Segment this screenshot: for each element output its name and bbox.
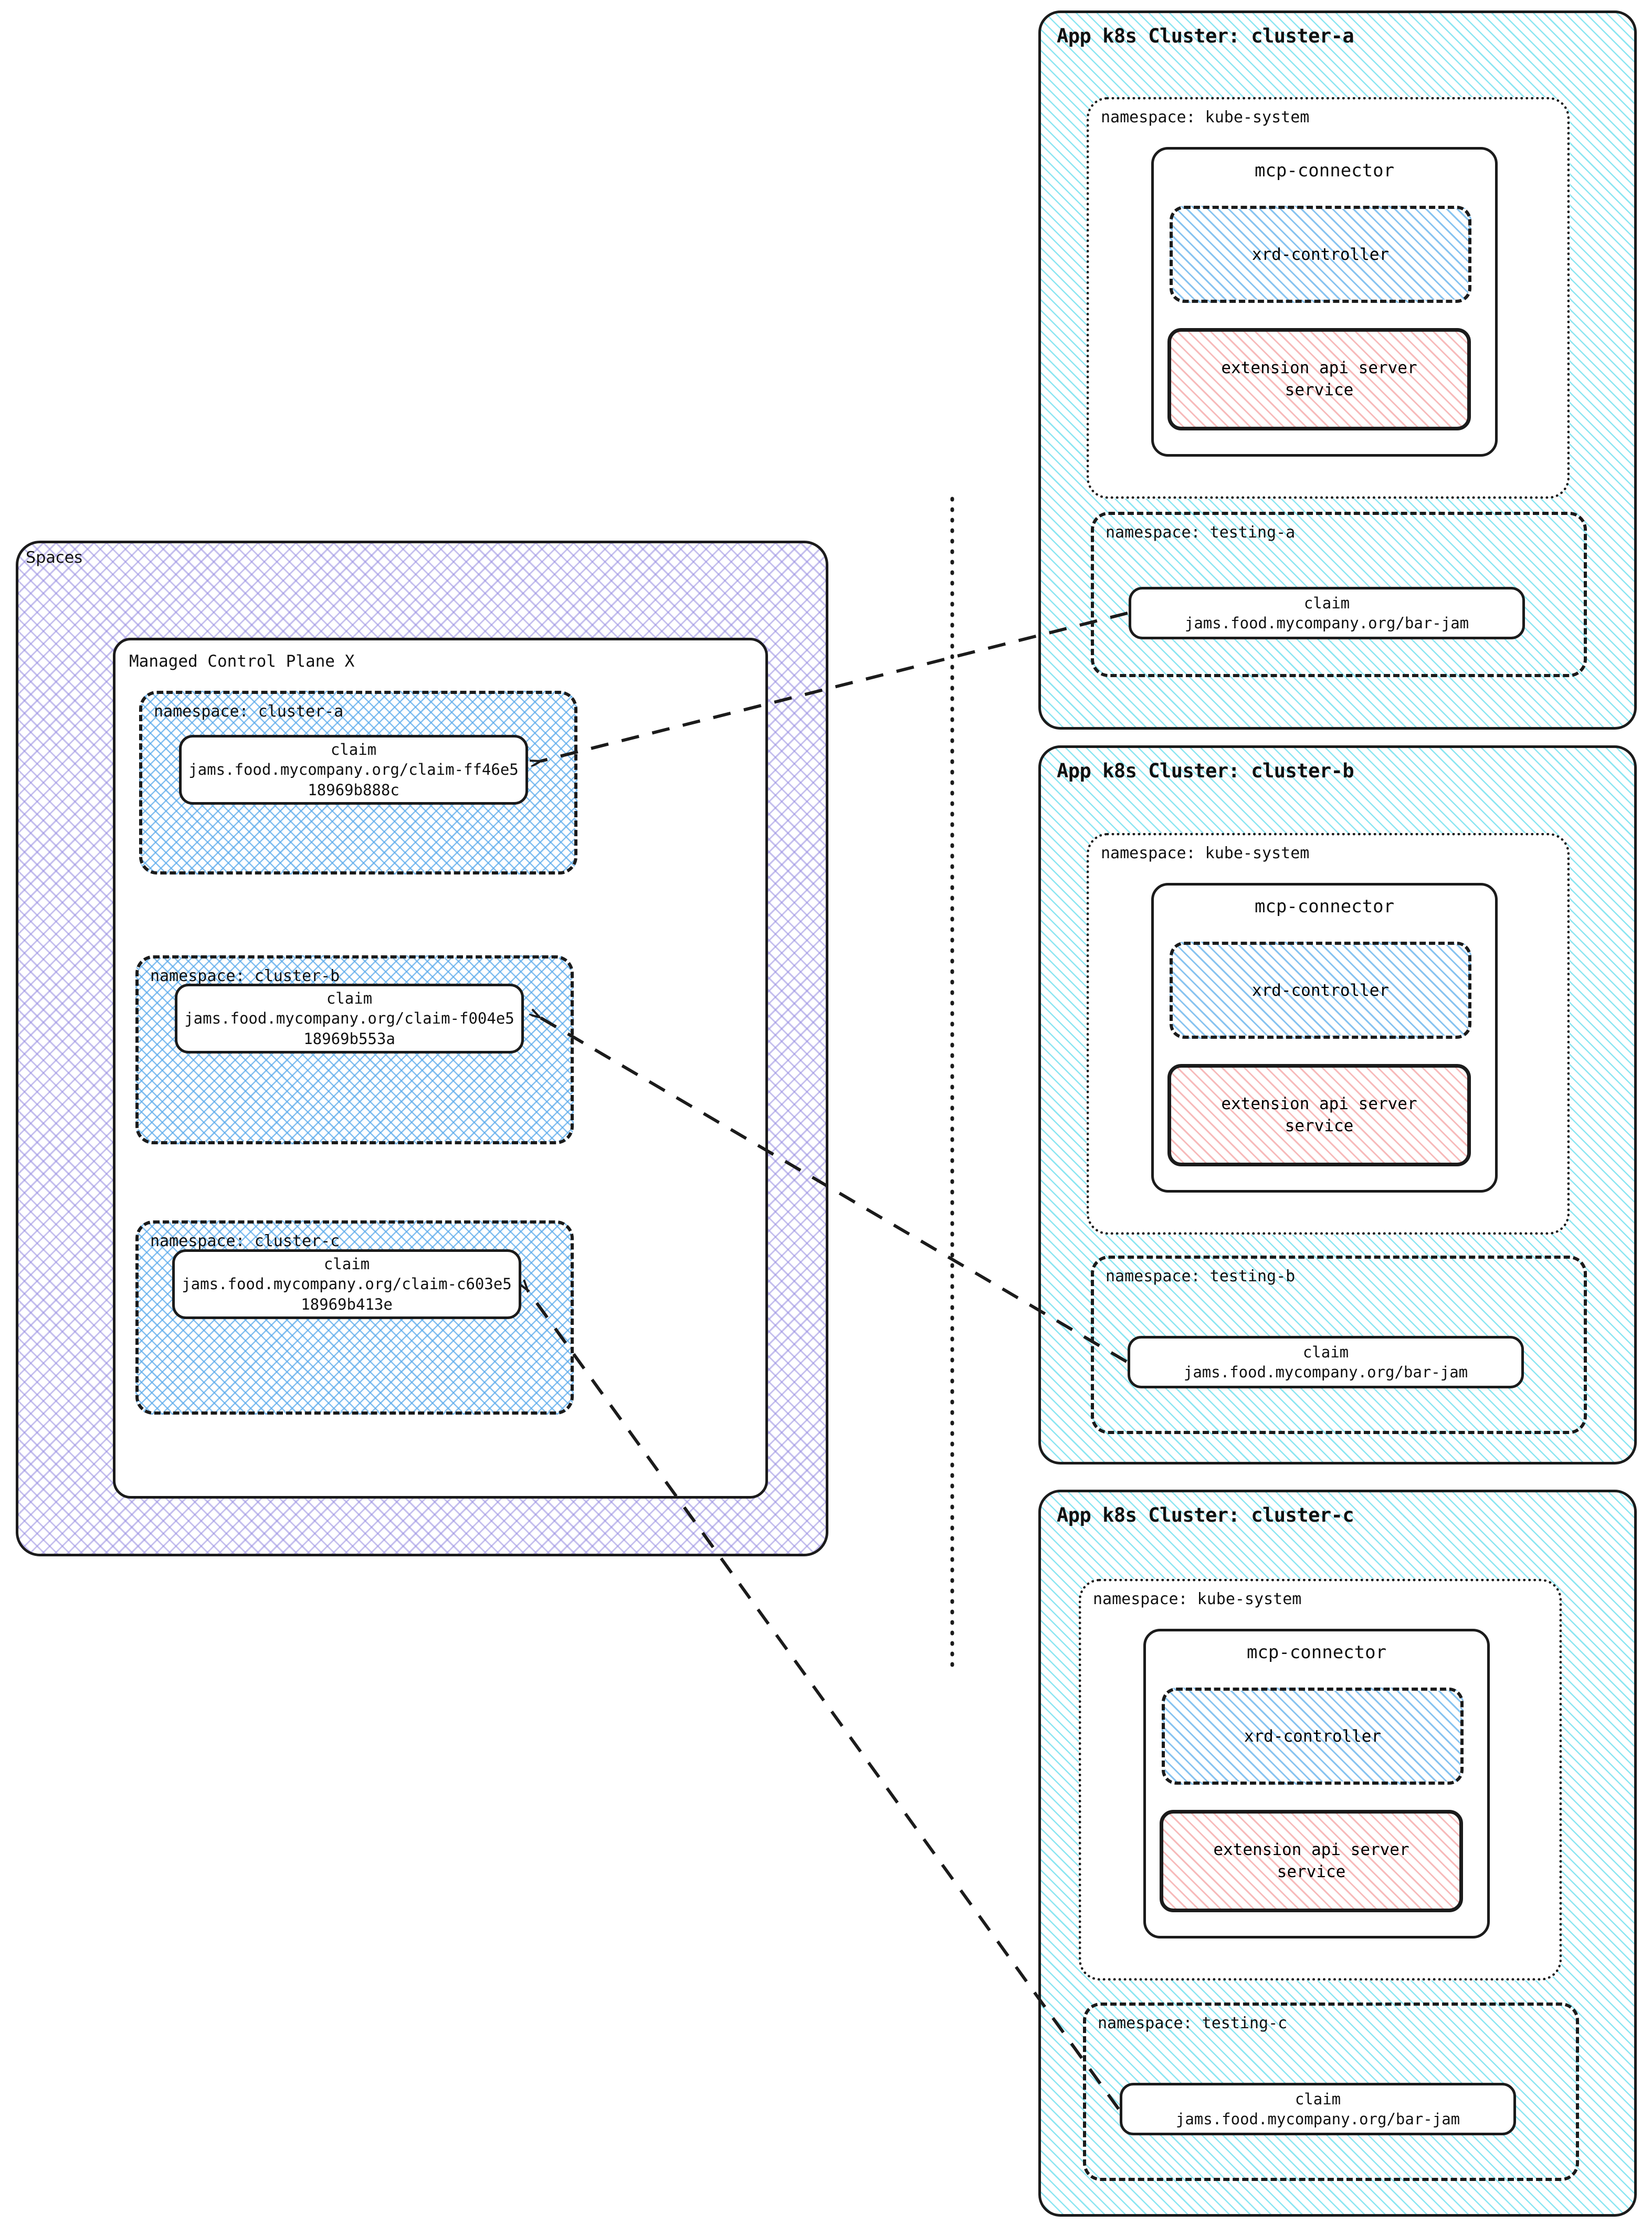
mcp-claim-cluster-c[interactable]: claim jams.food.mycompany.org/claim-c603… bbox=[172, 1249, 521, 1319]
extapi-line-1: extension api server bbox=[1221, 1094, 1417, 1113]
mcp-namespace-cluster-c-label: namespace: cluster-c bbox=[150, 1232, 340, 1250]
claim-ref-label: jams.food.mycompany.org/claim-f004e51896… bbox=[184, 1009, 514, 1048]
cluster-b-testing-claim[interactable]: claim jams.food.mycompany.org/bar-jam bbox=[1128, 1336, 1524, 1388]
claim-ref-label: jams.food.mycompany.org/bar-jam bbox=[1183, 1363, 1468, 1381]
claim-ref-label: jams.food.mycompany.org/claim-c603e51896… bbox=[182, 1275, 512, 1313]
claim-ref-label: jams.food.mycompany.org/claim-ff46e51896… bbox=[188, 761, 519, 799]
cluster-c-testing-claim[interactable]: claim jams.food.mycompany.org/bar-jam bbox=[1120, 2083, 1516, 2135]
claim-kind-label: claim bbox=[1302, 1343, 1349, 1361]
cluster-a-kube-system-label: namespace: kube-system bbox=[1101, 108, 1310, 127]
cluster-b-mcp-connector-title: mcp-connector bbox=[1254, 896, 1395, 917]
cluster-c-mcp-connector-title: mcp-connector bbox=[1246, 1642, 1387, 1663]
cluster-c-kube-system-label: namespace: kube-system bbox=[1093, 1590, 1302, 1608]
extapi-line-2: service bbox=[1285, 380, 1354, 399]
claim-kind-label: claim bbox=[326, 989, 373, 1008]
cluster-a-testing-label: namespace: testing-a bbox=[1106, 523, 1296, 542]
cluster-c-testing-label: namespace: testing-c bbox=[1098, 2014, 1288, 2032]
claim-kind-label: claim bbox=[330, 741, 377, 759]
mcp-claim-cluster-a[interactable]: claim jams.food.mycompany.org/claim-ff46… bbox=[179, 735, 528, 805]
mcp-namespace-cluster-b-label: namespace: cluster-b bbox=[150, 967, 340, 985]
extapi-line-2: service bbox=[1285, 1116, 1354, 1135]
cluster-b-xrd-controller-label: xrd-controller bbox=[1251, 981, 1390, 1000]
cluster-a-xrd-controller: xrd-controller bbox=[1170, 206, 1471, 303]
extapi-line-2: service bbox=[1277, 1862, 1346, 1881]
extapi-line-1: extension api server bbox=[1221, 358, 1417, 377]
cluster-c-extension-api-server-service: extension api server service bbox=[1160, 1810, 1463, 1912]
mcp-claim-cluster-b[interactable]: claim jams.food.mycompany.org/claim-f004… bbox=[175, 984, 524, 1053]
claim-ref-label: jams.food.mycompany.org/bar-jam bbox=[1175, 2110, 1460, 2128]
cluster-b-testing-label: namespace: testing-b bbox=[1106, 1267, 1296, 1285]
cluster-a-mcp-connector-title: mcp-connector bbox=[1254, 160, 1395, 181]
cluster-c-xrd-controller-label: xrd-controller bbox=[1244, 1726, 1382, 1746]
spaces-title: Spaces bbox=[26, 549, 83, 567]
cluster-panel-b-title: App k8s Cluster: cluster-b bbox=[1057, 760, 1354, 782]
cluster-c-xrd-controller: xrd-controller bbox=[1162, 1688, 1464, 1785]
claim-ref-label: jams.food.mycompany.org/bar-jam bbox=[1184, 614, 1469, 632]
managed-control-plane-title: Managed Control Plane X bbox=[129, 652, 355, 671]
claim-kind-label: claim bbox=[1295, 2090, 1341, 2108]
cluster-a-namespace-testing-a: namespace: testing-a bbox=[1091, 512, 1587, 677]
cluster-b-xrd-controller: xrd-controller bbox=[1170, 942, 1471, 1039]
cluster-panel-c-title: App k8s Cluster: cluster-c bbox=[1057, 1504, 1354, 1526]
cluster-b-kube-system-label: namespace: kube-system bbox=[1101, 844, 1310, 862]
cluster-a-xrd-controller-label: xrd-controller bbox=[1251, 245, 1390, 264]
mcp-namespace-cluster-a-label: namespace: cluster-a bbox=[154, 702, 344, 721]
cluster-b-extension-api-server-service: extension api server service bbox=[1167, 1064, 1471, 1166]
cluster-panel-a-title: App k8s Cluster: cluster-a bbox=[1057, 25, 1354, 47]
claim-kind-label: claim bbox=[323, 1255, 370, 1273]
extapi-line-1: extension api server bbox=[1213, 1840, 1409, 1859]
claim-kind-label: claim bbox=[1303, 594, 1350, 612]
cluster-a-testing-claim[interactable]: claim jams.food.mycompany.org/bar-jam bbox=[1129, 587, 1525, 639]
cluster-c-namespace-testing-c: namespace: testing-c bbox=[1083, 2003, 1579, 2181]
cluster-a-extension-api-server-service: extension api server service bbox=[1167, 328, 1471, 430]
